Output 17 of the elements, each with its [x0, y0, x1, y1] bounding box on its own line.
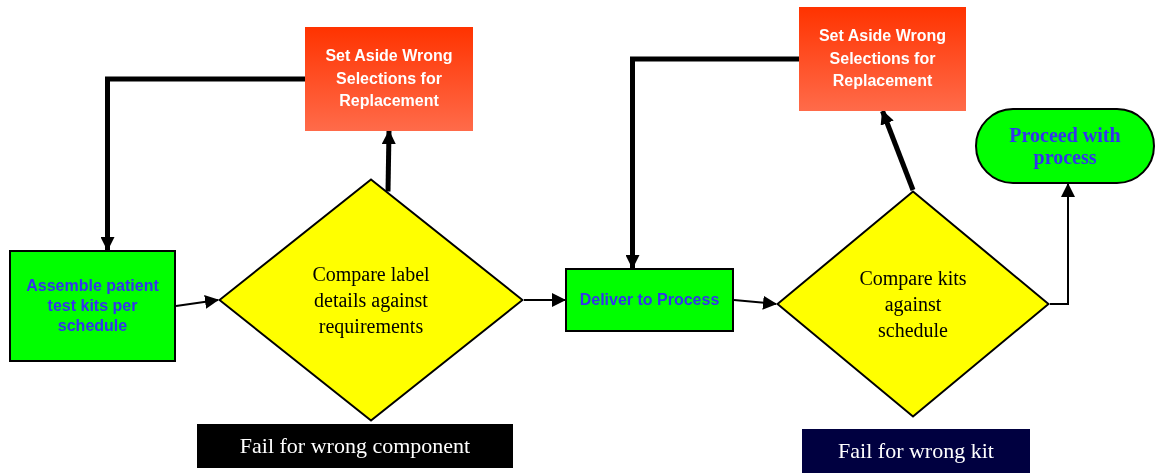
- arrow: [625, 56, 799, 269]
- note-box: Fail for wrong kit: [802, 429, 1030, 473]
- terminal-pill: Proceed with process: [975, 108, 1155, 184]
- decision-label: Compare kits against schedule: [858, 266, 968, 343]
- process-box: Assemble patient test kits per schedule: [9, 250, 176, 362]
- process-box: Deliver to Process: [565, 268, 734, 332]
- arrow: [175, 294, 219, 309]
- process-box: Set Aside Wrong Selections for Replacement: [305, 27, 473, 131]
- decision-label: Compare label details against requirements: [311, 262, 431, 339]
- note-box: Fail for wrong component: [197, 424, 513, 468]
- arrow: [880, 110, 916, 191]
- arrow: [733, 295, 777, 310]
- arrow: [523, 293, 566, 307]
- arrow: [100, 76, 305, 251]
- arrow: [381, 130, 396, 192]
- process-box: Set Aside Wrong Selections for Replacement: [799, 7, 966, 111]
- arrow: [1049, 183, 1075, 305]
